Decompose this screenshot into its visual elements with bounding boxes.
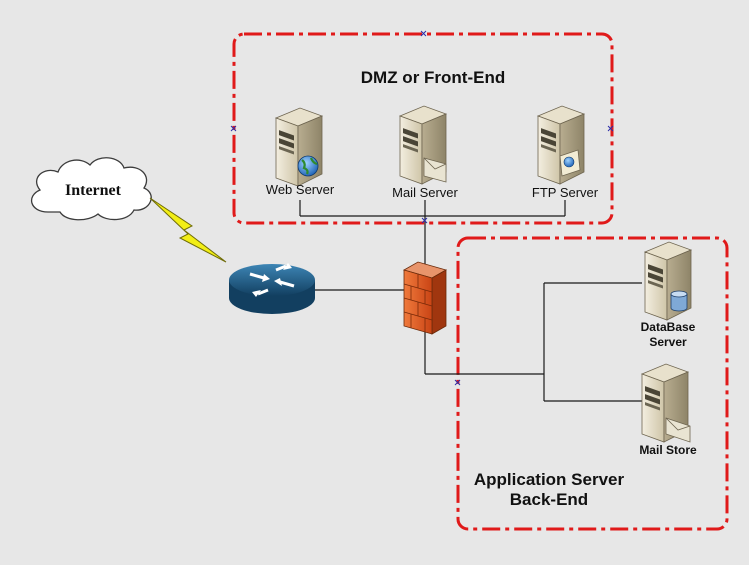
ftp-server-label: FTP Server <box>532 185 599 200</box>
internet-cloud <box>30 157 152 221</box>
wan-link-lightning <box>149 197 227 263</box>
database-server-label-line1: DataBase <box>641 320 696 334</box>
web-server-icon <box>275 107 323 187</box>
ftp-server-icon <box>537 105 585 185</box>
database-cylinder-icon <box>670 290 688 312</box>
database-server-icon <box>644 241 692 321</box>
dmz-zone-title: DMZ or Front-End <box>361 68 505 87</box>
database-server-label-line2: Server <box>649 335 687 349</box>
firewall-icon <box>402 261 448 335</box>
web-server-label: Web Server <box>266 182 335 197</box>
mail-store-icon <box>641 363 691 443</box>
mail-server-icon <box>399 105 447 185</box>
mail-store-label: Mail Store <box>639 443 697 457</box>
internet-label: Internet <box>65 182 122 199</box>
connection-lines <box>299 200 642 402</box>
app-zone-title-line2: Back-End <box>510 490 588 509</box>
mail-server-label: Mail Server <box>392 185 458 200</box>
app-zone-title-line1: Application Server <box>474 470 625 489</box>
router-icon <box>229 263 315 314</box>
